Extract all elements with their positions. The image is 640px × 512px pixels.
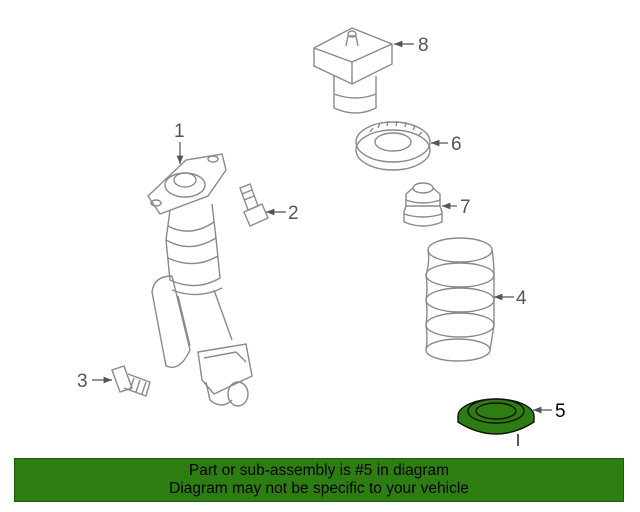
part-1-shock-absorber — [147, 153, 253, 407]
callout-3: 3 — [77, 371, 88, 392]
banner-line-disclaimer: Diagram may not be specific to your vehi… — [169, 480, 469, 497]
part-3-bolt — [111, 365, 151, 397]
part-7-bump-stop — [403, 182, 443, 227]
part-8-upper-mount — [313, 27, 393, 114]
banner-line-part-number: Part or sub-assembly is #5 in diagram — [188, 462, 450, 479]
part-4-coil-spring — [425, 237, 495, 362]
callout-7: 7 — [460, 197, 471, 218]
callout-6: 6 — [451, 134, 462, 155]
callout-4: 4 — [516, 288, 527, 309]
part-info-banner: Part or sub-assembly is #5 in diagram Di… — [14, 458, 624, 502]
part-2-bolt — [239, 183, 269, 227]
callout-8: 8 — [418, 35, 429, 56]
callout-leaders — [92, 40, 552, 414]
part-6-upper-spring-seat — [355, 120, 431, 171]
callout-1: 1 — [174, 121, 185, 142]
callout-5: 5 — [555, 401, 566, 422]
callout-2: 2 — [288, 203, 299, 224]
part-5-lower-spring-seat — [457, 398, 535, 446]
